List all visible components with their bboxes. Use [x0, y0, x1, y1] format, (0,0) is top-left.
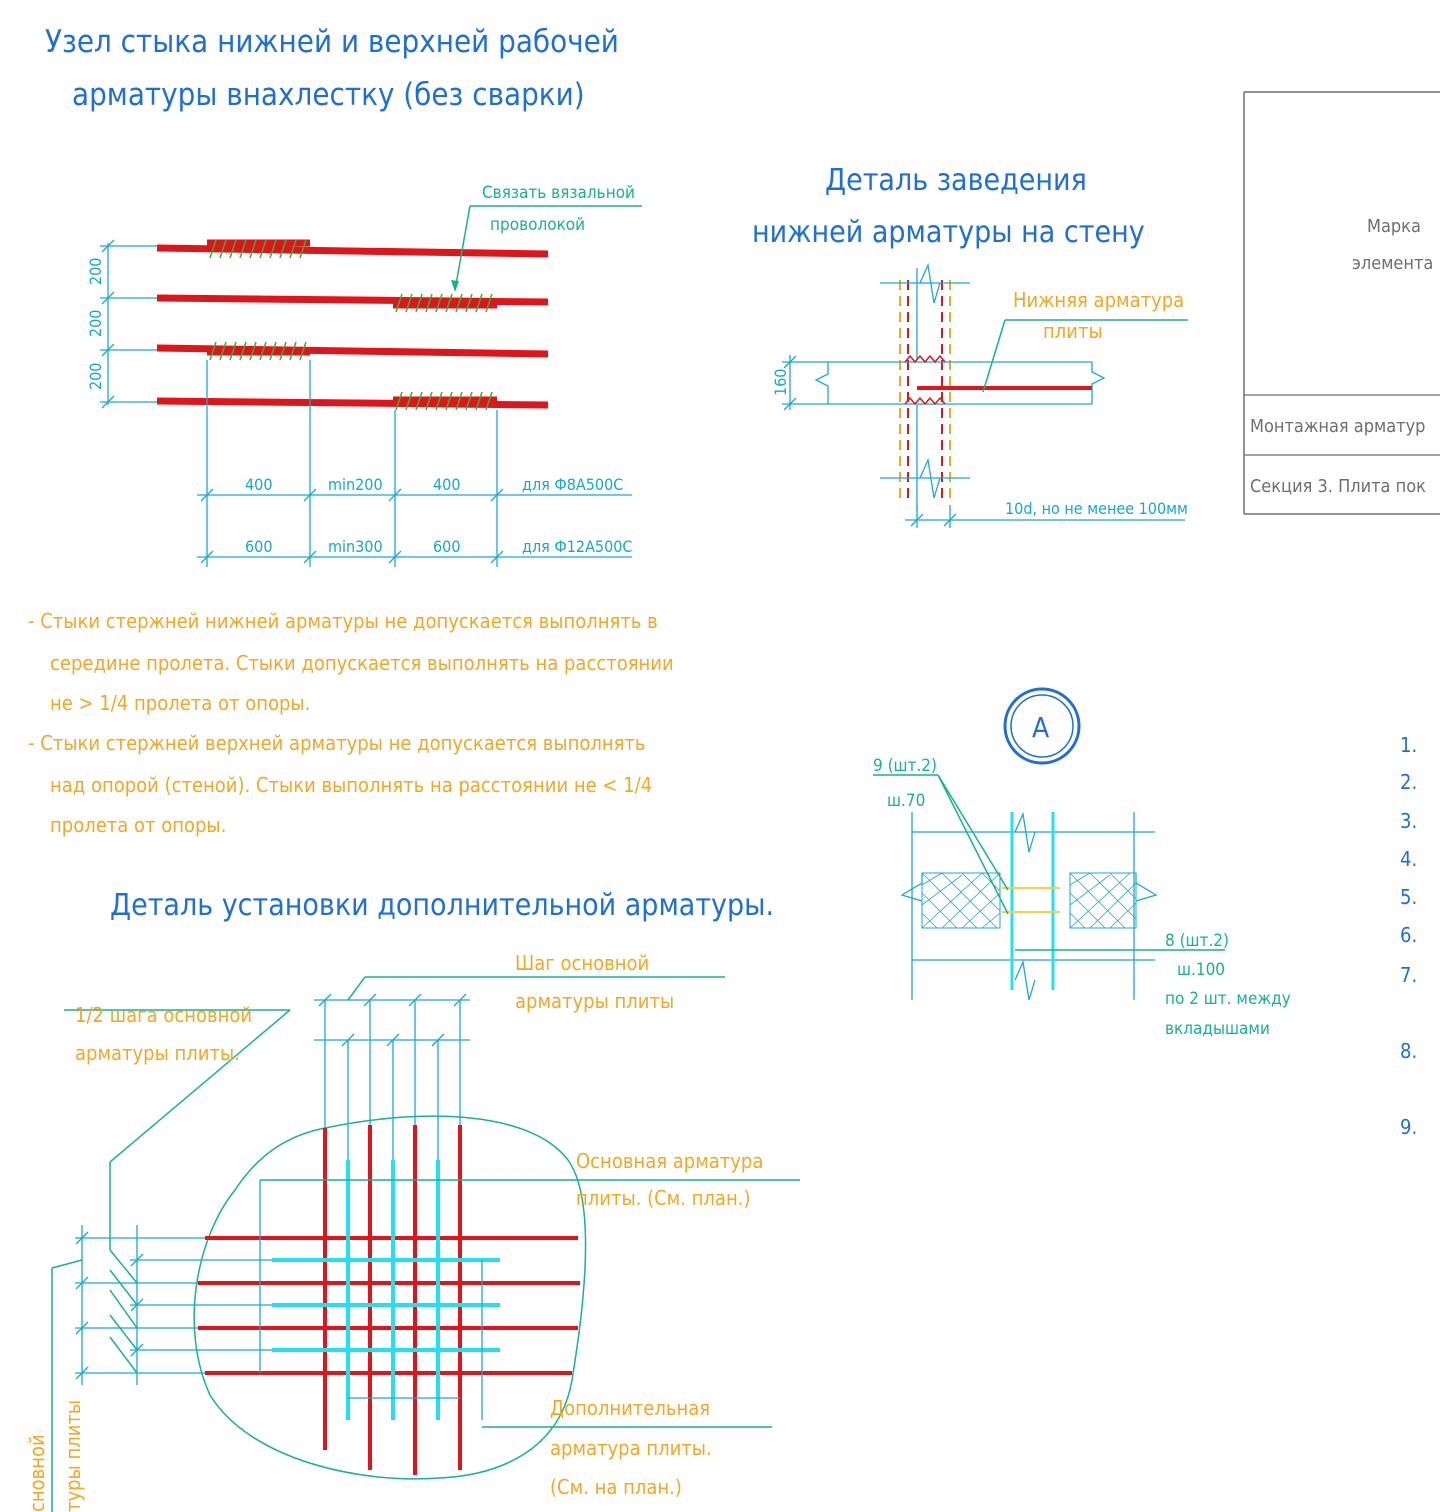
wall-bottom-rebar-line1: Нижняя арматура: [1013, 288, 1184, 312]
extra-rebar-drawing: [51, 976, 800, 1512]
wall-anchorage: 10d, но не менее 100мм: [1005, 499, 1188, 518]
left-vertical-line2: туры плиты: [61, 1400, 85, 1512]
section-a-marker: А: [1032, 711, 1050, 744]
title-extra-rebar: Деталь установки дополнительной арматуры…: [110, 888, 774, 923]
table-mark-line2: элемента: [1352, 253, 1433, 274]
note-line-6: пролета от опоры.: [50, 813, 226, 837]
list-num-3: 3.: [1400, 809, 1417, 833]
list-num-4: 4.: [1400, 847, 1417, 871]
table-mark-line1: Марка: [1367, 216, 1421, 237]
lap-spacing-2: 200: [86, 310, 105, 337]
lap-joint-drawing: [100, 205, 642, 567]
tie-note-line2: проволокой: [490, 215, 585, 235]
wall-thickness: 160: [771, 369, 790, 396]
main-step-line2: арматуры плиты: [515, 989, 674, 1013]
title-lap-joint-line1: Узел стыка нижней и верхней рабочей: [45, 24, 619, 60]
list-num-1: 1.: [1400, 733, 1417, 757]
title-lap-joint-line2: арматуры внахлестку (без сварки): [72, 77, 585, 113]
table-row1: Монтажная арматур: [1250, 416, 1425, 437]
section-a-bar9-step: ш.70: [887, 791, 925, 811]
section-a-bar8-count: 8 (шт.2): [1165, 931, 1229, 951]
list-num-7: 7.: [1400, 963, 1417, 987]
lap-row2-b: min300: [328, 537, 383, 556]
half-step-line1: 1/2 шага основной: [75, 1003, 252, 1027]
tie-note-line1: Связать вязальной: [482, 183, 635, 203]
list-num-5: 5.: [1400, 885, 1417, 909]
note-line-1: - Стыки стержней нижней арматуры не допу…: [28, 609, 658, 633]
main-rebar-line2: плиты. (См. план.): [576, 1186, 750, 1210]
list-num-9: 9.: [1400, 1115, 1417, 1139]
section-a-bar8-note1: по 2 шт. между: [1165, 989, 1291, 1009]
list-num-6: 6.: [1400, 923, 1417, 947]
add-rebar-line2: арматура плиты.: [550, 1436, 712, 1460]
section-a-bar8-note2: вкладышами: [1165, 1019, 1270, 1039]
list-num-8: 8.: [1400, 1039, 1417, 1063]
lap-spacing-3: 200: [86, 363, 105, 390]
section-a-bar9-count: 9 (шт.2): [873, 756, 937, 776]
list-num-2: 2.: [1400, 770, 1417, 794]
wall-bottom-rebar-line2: плиты: [1043, 319, 1103, 343]
title-wall-detail-line2: нижней арматуры на стену: [752, 215, 1145, 250]
lap-spacing-1: 200: [86, 258, 105, 285]
note-line-2: серединe пролета. Стыки допускается выпо…: [50, 651, 674, 675]
table-row2: Секция 3. Плита пок: [1250, 476, 1426, 497]
lap-row1-b: min200: [328, 475, 383, 494]
main-step-line1: Шаг основной: [515, 951, 649, 975]
main-rebar-line1: Основная арматура: [576, 1149, 763, 1173]
wall-detail-drawing: [782, 262, 1188, 528]
note-line-3: не > 1/4 пролета от опоры.: [50, 691, 310, 715]
lap-row1-for: для Ф8А500С: [522, 475, 623, 494]
lap-row2-a: 600: [245, 537, 272, 556]
spec-table: [1243, 91, 1440, 515]
section-a-drawing: [873, 687, 1225, 1001]
section-a-bar8-step: ш.100: [1177, 960, 1225, 980]
left-vertical-line1: сновной: [25, 1434, 49, 1512]
add-rebar-line3: (См. на план.): [550, 1475, 682, 1499]
half-step-line2: арматуры плиты.: [75, 1041, 240, 1065]
note-line-5: над опорой (стеной). Стыки выполнять на …: [50, 773, 652, 797]
lap-row2-c: 600: [433, 537, 460, 556]
lap-row1-a: 400: [245, 475, 272, 494]
lap-row2-for: для Ф12А500С: [522, 537, 632, 556]
note-line-4: - Стыки стержней верхней арматуры не доп…: [28, 731, 646, 755]
add-rebar-line1: Дополнительная: [550, 1396, 710, 1420]
title-wall-detail-line1: Деталь заведения: [825, 163, 1087, 198]
lap-row1-c: 400: [433, 475, 460, 494]
